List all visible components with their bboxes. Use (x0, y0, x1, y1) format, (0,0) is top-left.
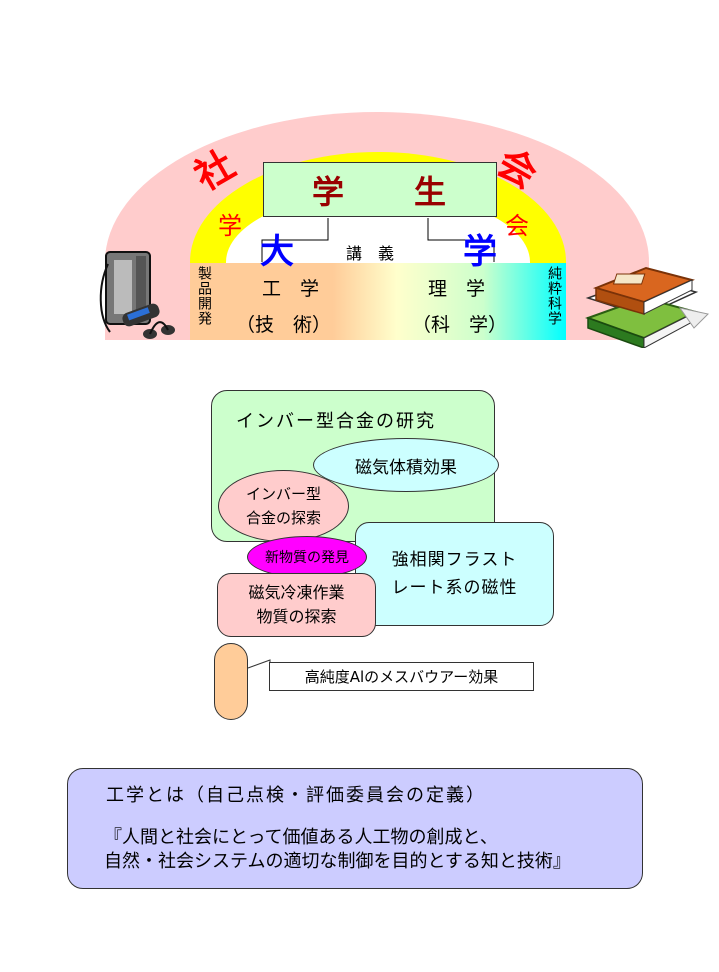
university-right-char: 学 (463, 232, 497, 272)
research-diagram: インバー型合金の研究 磁気体積効果 強相関フラスト レート系の磁性 インバー型 … (0, 380, 719, 740)
device-illustration (99, 251, 175, 339)
discipline-band (190, 263, 566, 340)
refrigeration-line2: 物質の探索 (256, 607, 337, 626)
frustration-line2: レート系の磁性 (391, 578, 518, 598)
definition-heading: 工学とは（自己点検・評価委員会の定義） (106, 785, 486, 806)
lecture-connector (261, 218, 329, 262)
mossbauer-label: 高純度Alのメスバウアー効果 (304, 668, 499, 686)
refrigeration-line1: 磁気冷凍作業 (248, 583, 345, 602)
definition-line2: 自然・社会システムの適切な制御を目的とする知と技術』 (104, 851, 571, 872)
university-left-char: 大 (260, 232, 294, 272)
academia-left-char: 学 (218, 212, 242, 240)
books-illustration (585, 266, 710, 348)
invar-search-ellipse: インバー型 合金の探索 (218, 470, 349, 542)
mossbauer-callout: 高純度Alのメスバウアー効果 (269, 662, 534, 691)
society-university-diagram: 学 生 社 会 学 会 大 学 講 義 製品開発 純粋科学 工 学 （技 術） … (0, 0, 719, 360)
engineering-label: 工 学 (262, 278, 320, 300)
magnetic-refrigeration-box: 磁気冷凍作業 物質の探索 (217, 573, 376, 637)
lecture-label: 講 義 (346, 244, 395, 263)
new-material-ellipse: 新物質の発見 (247, 536, 367, 578)
invar-search-line2: 合金の探索 (245, 509, 321, 527)
magnetovolume-label: 磁気体積効果 (355, 457, 457, 478)
science-paren-label: （科 学） (412, 314, 508, 336)
pure-science-label: 純粋科学 (546, 266, 562, 326)
mossbauer-pill (214, 643, 248, 720)
definition-line1: 『人間と社会にとって価値ある人工物の創成と、 (104, 827, 498, 848)
lecture-connector-right (427, 218, 495, 262)
technology-label: （技 術） (236, 314, 332, 336)
academia-right-char: 会 (505, 212, 529, 240)
science-label: 理 学 (428, 278, 486, 300)
frustration-box: 強相関フラスト レート系の磁性 (355, 522, 554, 626)
students-label: 学 生 (311, 172, 448, 211)
new-material-label: 新物質の発見 (265, 550, 349, 566)
engineering-definition-box: 工学とは（自己点検・評価委員会の定義） 『人間と社会にとって価値ある人工物の創成… (67, 768, 643, 889)
frustration-line1: 強相関フラスト (391, 550, 518, 570)
product-development-label: 製品開発 (196, 266, 212, 326)
magnetovolume-ellipse: 磁気体積効果 (313, 438, 499, 492)
invar-search-line1: インバー型 (245, 485, 321, 503)
invar-research-title: インバー型合金の研究 (236, 411, 436, 432)
students-box: 学 生 (263, 162, 497, 217)
